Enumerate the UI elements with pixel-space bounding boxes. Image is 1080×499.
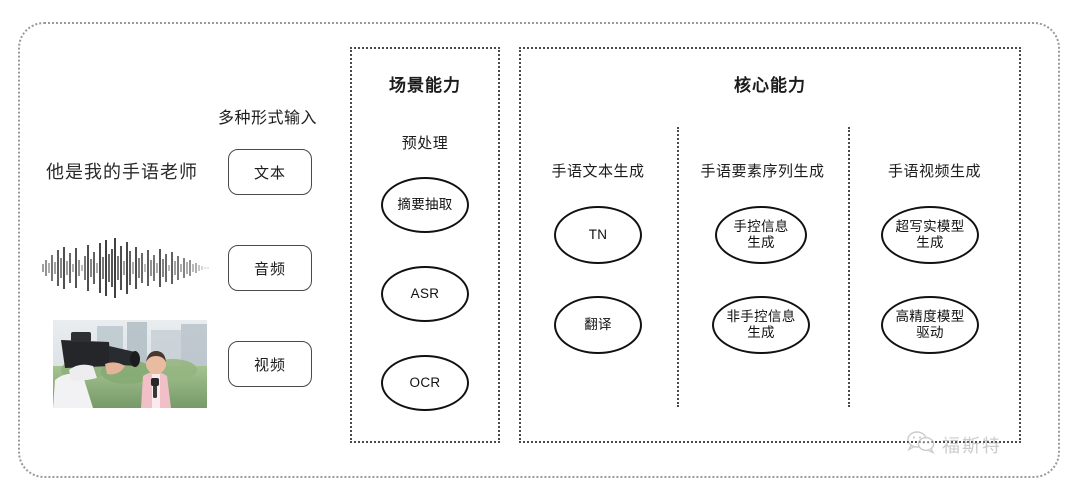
node-tn[interactable]: TN: [554, 206, 642, 264]
video-thumbnail: [53, 320, 207, 408]
node-manual-info-generation[interactable]: 手控信息 生成: [715, 206, 807, 264]
watermark: 福斯特: [906, 430, 1002, 459]
input-section-heading: 多种形式输入: [218, 110, 318, 127]
modality-pill-video[interactable]: 视频: [228, 341, 312, 387]
node-ocr[interactable]: OCR: [381, 355, 469, 411]
column-preprocessing: 预处理: [350, 132, 500, 153]
node-summary-extraction[interactable]: 摘要抽取: [381, 177, 469, 233]
column-sign-video-generation: 手语视频生成: [848, 160, 1021, 181]
column-sign-text-generation-label: 手语文本生成: [551, 163, 645, 180]
panel-scene-title: 场景能力: [389, 76, 461, 95]
node-non-manual-info-generation[interactable]: 非手控信息 生成: [712, 296, 810, 354]
modality-pill-text[interactable]: 文本: [228, 149, 312, 195]
panel-core-title: 核心能力: [734, 76, 806, 95]
node-translation[interactable]: 翻译: [554, 296, 642, 354]
column-sign-text-generation: 手语文本生成: [519, 160, 677, 181]
column-sign-video-generation-label: 手语视频生成: [887, 163, 981, 180]
wechat-icon: [906, 430, 936, 459]
node-hyperrealistic-model-generation[interactable]: 超写实模型 生成: [881, 206, 979, 264]
node-asr[interactable]: ASR: [381, 266, 469, 322]
panel-scene-capability: 场景能力: [350, 47, 500, 443]
outer-frame: [18, 22, 1060, 478]
audio-waveform-icon: [38, 236, 210, 300]
modality-pill-audio[interactable]: 音频: [228, 245, 312, 291]
watermark-text: 福斯特: [942, 435, 1002, 456]
column-sign-element-sequence-generation: 手语要素序列生成: [677, 160, 848, 181]
column-preprocessing-label: 预处理: [401, 135, 449, 152]
sample-text-line: 他是我的手语老师: [46, 162, 198, 182]
core-column-divider-2: [848, 127, 850, 407]
panel-core-capability: 核心能力: [519, 47, 1021, 443]
column-sign-element-sequence-generation-label: 手语要素序列生成: [700, 163, 825, 180]
node-high-precision-model-driving[interactable]: 高精度模型 驱动: [881, 296, 979, 354]
core-column-divider-1: [677, 127, 679, 407]
